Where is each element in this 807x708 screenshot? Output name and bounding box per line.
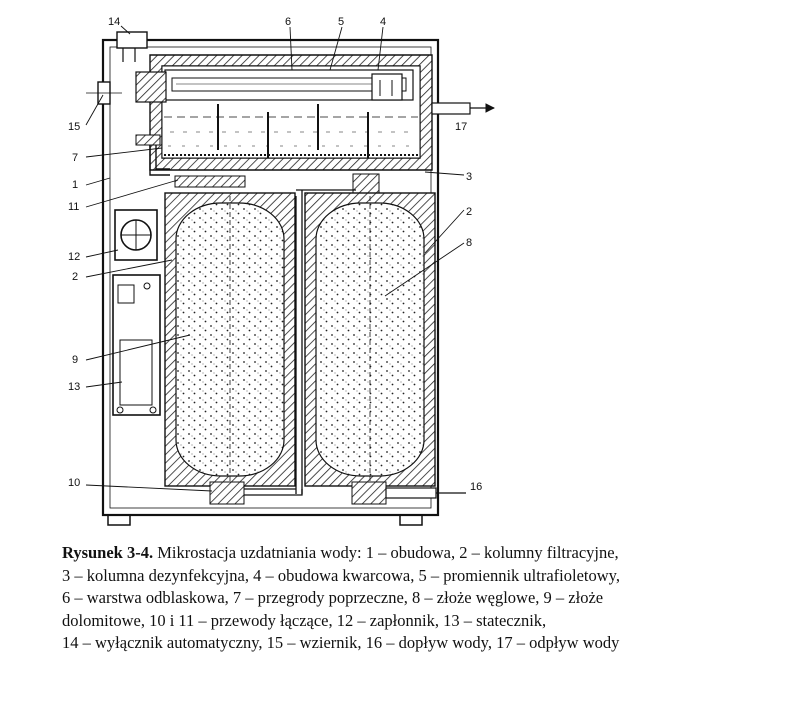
callout-5: 5: [338, 16, 344, 28]
callout-7: 7: [72, 152, 78, 164]
callout-4: 4: [380, 16, 386, 28]
filter-column-right: [304, 192, 436, 487]
sight-glass: [86, 81, 122, 105]
callout-6: 6: [285, 16, 291, 28]
callout-11: 11: [68, 201, 79, 213]
callout-2-left: 2: [72, 271, 78, 283]
callout-labels: 14 6 5 4 15 17 7 3 1 11 2 8 12 2 9 13 10…: [68, 16, 482, 493]
callout-13: 13: [68, 381, 80, 393]
ballast: [112, 274, 161, 416]
callout-10: 10: [68, 477, 80, 489]
callout-15: 15: [68, 121, 80, 133]
disinfection-column: [135, 54, 433, 171]
callout-1: 1: [72, 179, 78, 191]
caption-label: Rysunek 3-4.: [62, 543, 154, 562]
callout-3: 3: [466, 171, 472, 183]
callout-17: 17: [455, 121, 467, 133]
connecting-pipe-upper: [135, 134, 380, 197]
callout-8: 8: [466, 237, 472, 249]
igniter: [114, 209, 158, 261]
figure-caption: Rysunek 3-4. Mikrostacja uzdatniania wod…: [62, 542, 792, 655]
callout-2-right: 2: [466, 206, 472, 218]
caption-line-5: 14 – wyłącznik automatyczny, 15 – wziern…: [62, 633, 620, 652]
leader-lines: [85, 25, 465, 492]
automatic-switch: [116, 31, 156, 62]
callout-16: 16: [470, 481, 482, 493]
callout-12: 12: [68, 251, 80, 263]
water-treatment-station-diagram: 14 6 5 4 15 17 7 3 1 11 2 8 12 2 9 13 10…: [68, 16, 495, 526]
caption-line-2: 3 – kolumna dezynfekcyjna, 4 – obudowa k…: [62, 565, 620, 585]
caption-line-1: Mikrostacja uzdatniania wody: 1 – obudow…: [157, 543, 619, 562]
filter-column-left: [164, 192, 296, 487]
callout-9: 9: [72, 354, 78, 366]
water-outlet: [431, 102, 495, 115]
caption-line-4: dolomitowe, 10 i 11 – przewody łączące, …: [62, 610, 547, 630]
caption-line-3: 6 – warstwa odblaskowa, 7 – przegrody po…: [62, 588, 604, 607]
callout-14: 14: [108, 16, 120, 28]
connecting-pipe-lower: [209, 481, 466, 505]
